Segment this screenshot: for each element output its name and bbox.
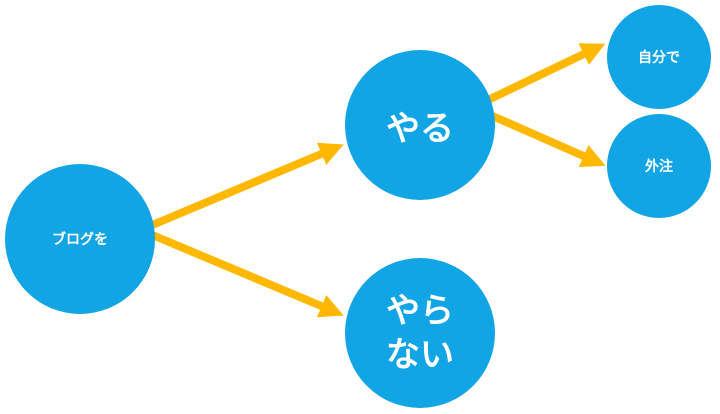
node-yaru: やる <box>345 50 495 200</box>
node-jibun: 自分で <box>607 5 711 109</box>
arrow-blog-to-yaru <box>148 142 344 230</box>
arrow-yaru-to-jibun <box>486 43 606 104</box>
node-yaranai: やら ない <box>345 258 495 408</box>
arrow-blog-to-yaranai <box>148 230 344 318</box>
node-yaranai-label: やら ない <box>386 290 454 375</box>
node-jibun-label: 自分で <box>638 50 680 66</box>
node-gaichu-label: 外注 <box>645 159 673 175</box>
node-yaru-label: やる <box>386 108 454 149</box>
node-blog-label: ブログを <box>52 232 108 248</box>
node-gaichu: 外注 <box>607 114 711 218</box>
arrow-yaru-to-gaichu <box>486 110 606 168</box>
node-blog: ブログを <box>5 164 155 314</box>
